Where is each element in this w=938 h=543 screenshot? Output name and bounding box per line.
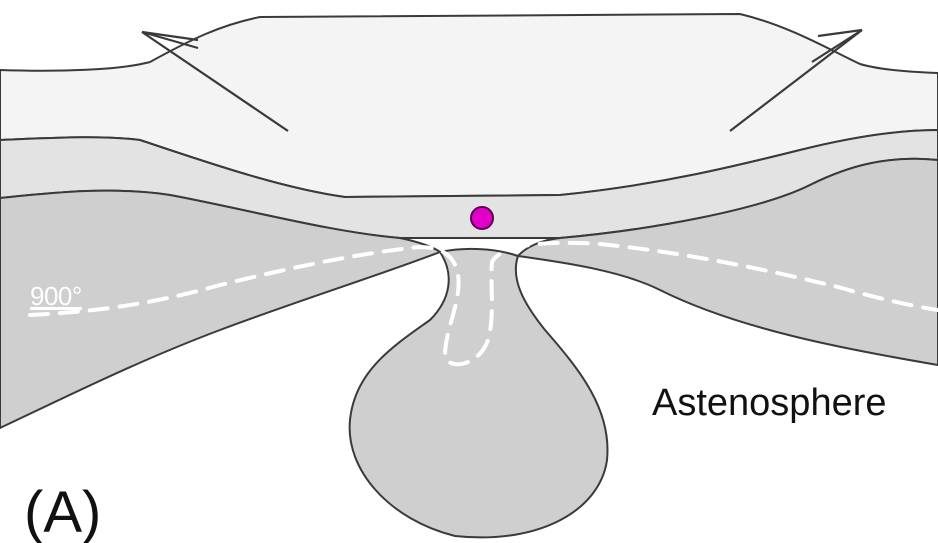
panel-label: (A)	[24, 484, 101, 542]
magma-point-marker	[471, 207, 493, 229]
astenosphere-label: Astenosphere	[652, 384, 887, 422]
mantle-diapir	[350, 249, 608, 537]
isotherm-label: 900°	[30, 283, 82, 309]
